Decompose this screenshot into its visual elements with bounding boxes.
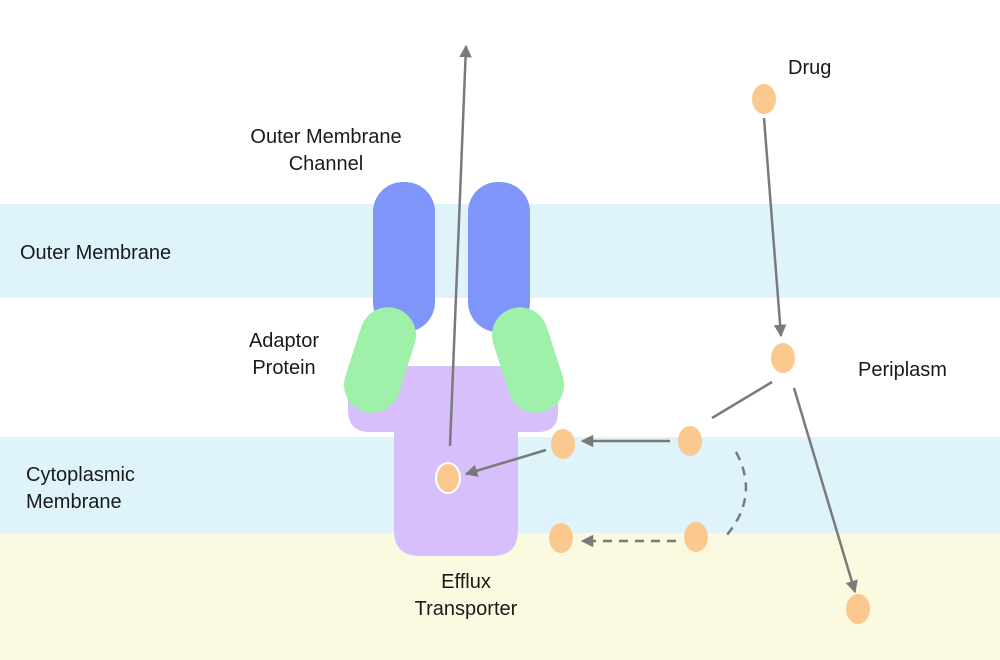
- efflux-transporter-label: Efflux Transporter: [396, 569, 536, 623]
- cytoplasmic-membrane-label-line1: Cytoplasmic: [26, 464, 135, 486]
- export-arrow: [448, 44, 472, 447]
- drug-molecule-cytoplasm-right: [684, 522, 708, 552]
- drug-molecule-cytoplasm-left: [549, 523, 573, 553]
- outer-membrane-channel-left: [373, 182, 435, 332]
- drug-molecule-transporter: [435, 462, 461, 494]
- adaptor-protein-label-line2: Protein: [252, 357, 316, 379]
- adaptor-protein-label: Adaptor Protein: [234, 328, 334, 382]
- drug-molecule-membrane-right: [678, 426, 702, 456]
- drug-molecule-outside: [752, 84, 776, 114]
- efflux-transporter-label-line1: Efflux: [441, 571, 491, 593]
- periplasm-label: Periplasm: [858, 359, 947, 381]
- outer-membrane-channel-right: [468, 182, 530, 332]
- drug-molecule-cytoplasm-bottom: [846, 594, 870, 624]
- dashed-diffusion-curve: [725, 451, 748, 537]
- drug-label: Drug: [788, 57, 832, 79]
- cytoplasmic-membrane-label: Cytoplasmic Membrane: [26, 462, 135, 516]
- drug-molecule-membrane-left: [551, 429, 575, 459]
- outer-membrane-channel-label: Outer Membrane Channel: [226, 124, 426, 178]
- adaptor-protein-left: [343, 307, 417, 413]
- adaptor-protein-label-line1: Adaptor: [248, 330, 320, 352]
- drug-entry-arrow: [762, 117, 787, 338]
- cytoplasmic-membrane-label-line2: Membrane: [26, 491, 122, 513]
- efflux-transporter-label-line2: Transporter: [414, 598, 518, 620]
- outer-membrane-channel-label-line1: Outer Membrane: [250, 126, 402, 148]
- efflux-transporter: [348, 366, 558, 556]
- adaptor-protein-right: [491, 307, 565, 413]
- outer-membrane-channel-label-line2: Channel: [288, 153, 364, 175]
- periplasm-to-membrane-line: [711, 380, 773, 420]
- periplasm-to-cytoplasm-arrow: [792, 387, 858, 594]
- transporter-capture-arrow: [464, 448, 547, 477]
- outer-membrane-label: Outer Membrane: [20, 242, 172, 264]
- drug-molecule-periplasm: [771, 343, 795, 373]
